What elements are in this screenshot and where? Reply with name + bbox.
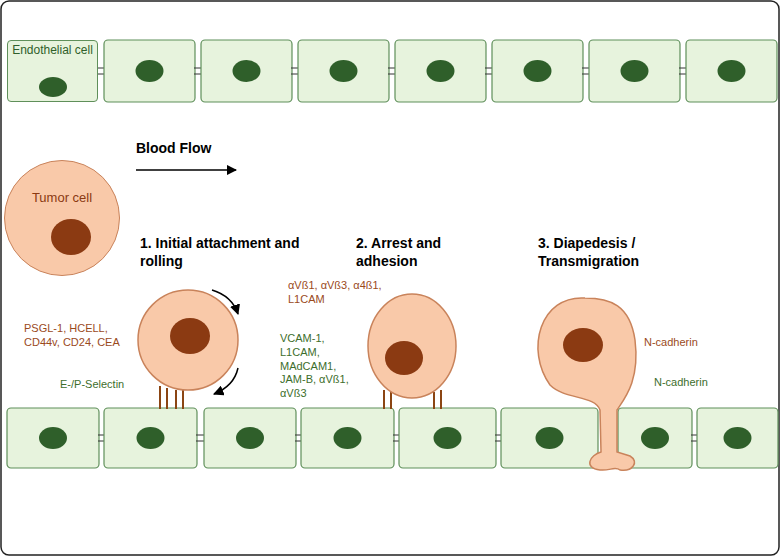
endothelial-cell [492, 40, 583, 102]
endothelial-receptor-list: VCAM-1, L1CAM, MAdCAM1, JAM-B, αVß1, αVß… [280, 332, 364, 401]
nucleus [563, 328, 603, 362]
endothelial-cell [501, 408, 598, 468]
endothelial-cell: Endothelial cell [7, 40, 98, 102]
endothelial-cell [301, 408, 394, 468]
nucleus [51, 219, 91, 255]
rolling-arrow [214, 368, 238, 394]
nucleus [724, 427, 752, 449]
nucleus [236, 427, 264, 449]
adhesion-leg [166, 388, 168, 409]
endothelial-cell [697, 408, 778, 468]
endothelial-cell [7, 408, 99, 468]
endothelial-cell [204, 408, 296, 468]
endothelial-cell [589, 40, 680, 102]
endothelial-cell [399, 408, 496, 468]
nucleus [524, 60, 552, 82]
nucleus [334, 427, 362, 449]
endothelial-receptor-list: E-/P-Selectin [60, 378, 152, 392]
endothelial-cell [201, 40, 292, 102]
nucleus [137, 427, 165, 449]
nucleus [170, 318, 210, 354]
tumor-ligand-list: PSGL-1, HCELL, CD44v, CD24, CEA [24, 322, 132, 350]
cell-label: Endothelial cell [8, 44, 97, 58]
nucleus [385, 341, 423, 375]
flow-arrow [136, 169, 236, 171]
endothelial-cell [686, 40, 777, 102]
nucleus [536, 427, 564, 449]
adhesion-leg [175, 390, 177, 409]
tumor-cell: Tumor cell [4, 160, 120, 276]
nucleus [136, 60, 164, 82]
tumor-cell-transmigrating [538, 298, 636, 470]
nucleus [233, 60, 261, 82]
cell-label: Tumor cell [5, 191, 119, 206]
step-title: 1. Initial attachment and rolling [140, 235, 315, 270]
adhesion-leg [182, 390, 184, 409]
endothelial-cell [104, 40, 195, 102]
nucleus [434, 427, 462, 449]
nucleus [718, 60, 746, 82]
endothelial-cell [298, 40, 389, 102]
rolling-arrow [212, 290, 238, 314]
endothelial-receptor-list: N-cadherin [654, 376, 754, 390]
endothelial-cell [104, 408, 197, 468]
tumor-ligand-list: αVß1, αVß3, α4ß1, L1CAM [288, 279, 406, 307]
adhesion-leg [383, 390, 385, 409]
tumor-ligand-list: N-cadherin [644, 336, 744, 350]
nucleus [621, 60, 649, 82]
endothelial-layer [7, 40, 778, 468]
step-title: 3. Diapedesis / Transmigration [538, 235, 668, 270]
nucleus [641, 427, 669, 449]
adhesion-leg [433, 392, 435, 409]
adhesion-leg [159, 386, 161, 409]
nucleus [39, 427, 67, 449]
flow-label: Blood Flow [136, 140, 246, 158]
nucleus [427, 60, 455, 82]
nucleus [39, 77, 67, 97]
tumor-cell-adhered [368, 294, 456, 398]
adhesion-leg [390, 392, 392, 409]
endothelial-cell [395, 40, 486, 102]
adhesion-leg [440, 390, 442, 409]
nucleus [330, 60, 358, 82]
step-title: 2. Arrest and adhesion [356, 235, 476, 270]
tumor-cell-rolling [138, 290, 238, 390]
